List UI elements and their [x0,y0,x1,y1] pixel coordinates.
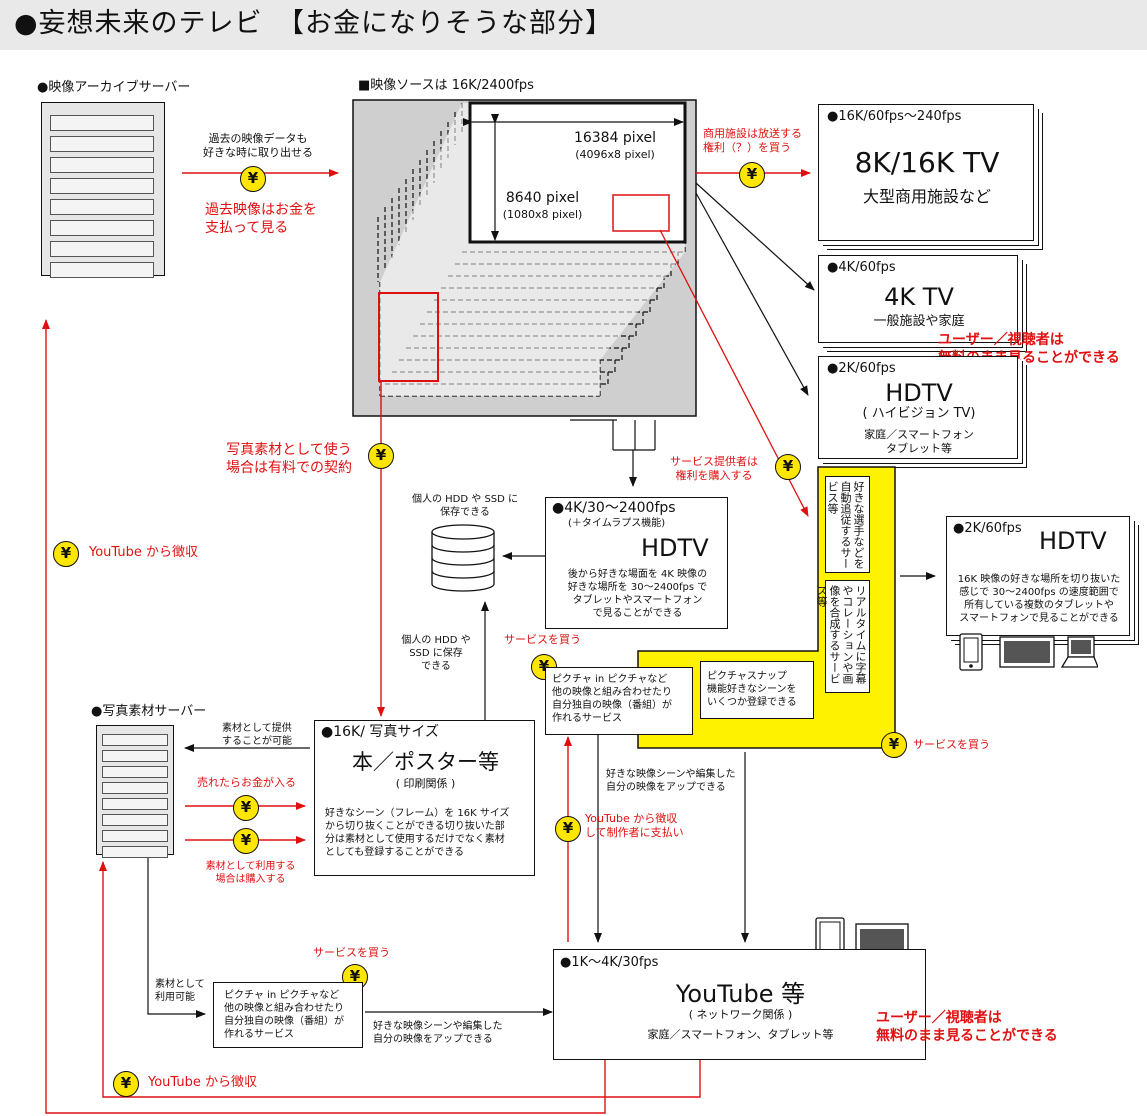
tv-8k-title: 8K/16K TV [854,146,1000,179]
yen-coin-icon: ¥ [233,828,259,854]
title-bar [0,0,1147,50]
hdtv-2k-right-box: ●2K/60fps HDTV 16K 映像の好きな場所を切り抜いた 感じで 30… [946,516,1130,636]
tv-2k-desc: 家庭／スマートフォン タブレット等 [864,428,974,455]
youtube-sub: ( ネットワーク関係 ) [688,1008,793,1021]
tv-8k-spec: ●16K/60fps〜240fps [827,109,962,124]
yellow-service-1: 好きな選手などを自動追従するサービス等 [825,476,870,573]
photo-sold-note: 売れたらお金が入る [197,776,296,789]
youtube-pay-creator-note: YouTube から徴収 して制作者に支払い [585,812,684,839]
youtube-box: ●1K〜4K/30fps YouTube 等 ( ネットワーク関係 ) 家庭／ス… [553,949,926,1060]
youtube-desc: 家庭／スマートフォン、タブレット等 [647,1028,834,1041]
tv-8k-box: ●16K/60fps〜240fps 8K/16K TV 大型商用施設など [818,104,1034,241]
buy-service-note-2: サービスを買う [313,946,390,959]
tv-2k-spec: ●2K/60fps [827,361,896,376]
hdd-note-left: 個人の HDD や SSD に保存 できる [401,635,471,672]
material-available-note: 素材として 利用可能 [155,979,205,1003]
database-icon [430,522,496,592]
photo-server-label: ●写真素材サーバー [91,704,207,719]
print-desc: 好きなシーン（フレーム）を 16K サイズ から切り抜くことができる切り抜いた部… [325,808,510,858]
hdtv-4k-spec: ●4K/30〜2400fps [552,500,676,516]
hdtv-2k-right-title: HDTV [1039,527,1107,555]
hdtv-4k-desc: 後から好きな場面を 4K 映像の 好きな場所を 30〜2400fps で タブレ… [567,569,708,619]
yen-coin-icon: ¥ [881,732,907,758]
photo-provide-note: 素材として提供 することが可能 [222,723,292,747]
print-title: 本／ポスター等 [352,750,499,774]
tv-4k-desc: 一般施設や家庭 [873,314,965,329]
tv-2k-title: HDTV [885,379,953,407]
pip-service-box-upper: ピクチャ in ピクチャなど 他の映像と組み合わせたり 自分独自の映像（番組）が… [545,667,693,735]
hdtv-4k-sub: (＋タイムラプス機能) [568,518,666,529]
buy-service-note-1: サービスを買う [504,633,581,646]
archive-pay-note: 過去映像はお金を 支払って見る [205,202,317,236]
photo-contract-note: 写真素材として使う 場合は有料での契約 [226,442,352,476]
tv-4k-box: ●4K/60fps 4K TV 一般施設や家庭 [818,255,1018,343]
yen-coin-icon: ¥ [113,1071,139,1097]
yen-coin-icon: ¥ [555,816,581,842]
tv-8k-desc: 大型商用施設など [862,187,991,206]
print-spec: ●16K/ 写真サイズ [321,724,439,740]
tv-2k-box: ●2K/60fps HDTV ( ハイビジョン TV) 家庭／スマートフォン タ… [818,356,1018,459]
tv-2k-sub: ( ハイビジョン TV) [862,406,976,421]
buy-service-note-3: サービスを買う [913,738,990,751]
photo-server-icon [96,725,174,858]
hdtv-2k-right-desc: 16K 映像の好きな場所を切り抜いた 感じで 30〜2400fps の速度範囲で… [957,574,1121,624]
yellow-service-2: リアルタイムに字幕やコレーションや画像を合成するサービス等 [815,580,870,693]
page-title: ●妄想未来のテレビ 【お金になりそうな部分】 [14,8,614,39]
yen-coin-icon: ¥ [368,443,394,469]
tv-4k-title: 4K TV [884,283,954,311]
devices-icon [958,633,1099,675]
archive-server-icon [41,102,165,278]
picture-snap-box: ピクチャスナップ 機能好きなシーンを いくつか登録できる [700,661,814,719]
yen-coin-icon: ¥ [233,795,259,821]
hdtv-4k-title: HDTV [641,534,709,562]
archive-label: ●映像アーカイブサーバー [37,80,191,95]
source-width: 16384 pixel [573,130,657,146]
source-height: 8640 pixel [505,190,580,206]
source-width-sub: (4096x8 pixel) [575,148,655,161]
yen-coin-icon: ¥ [739,162,765,188]
hdtv-2k-right-spec: ●2K/60fps [953,521,1022,536]
source-height-sub: (1080x8 pixel) [502,208,583,221]
yen-coin-icon: ¥ [240,166,266,192]
source-label: ■映像ソースは 16K/2400fps [358,78,534,93]
youtube-bottom-note: YouTube から徴収 [148,1075,257,1090]
print-sub: ( 印刷関係 ) [395,777,456,790]
yen-coin-icon: ¥ [775,454,801,480]
youtube-spec: ●1K〜4K/30fps [560,955,659,970]
photo-buy-note: 素材として利用する 場合は購入する [205,861,296,885]
archive-arrow-note: 過去の映像データも 好きな時に取り出せる [203,132,313,159]
youtube-left-note: YouTube から徴収 [89,545,198,560]
tv-4k-spec: ●4K/60fps [827,260,896,275]
provider-rights-note: サービス提供者は 権利を購入する [670,455,758,482]
hdtv-4k-timelapse-box: ●4K/30〜2400fps (＋タイムラプス機能) HDTV 後から好きな場面… [545,497,728,629]
main-frame [468,101,687,244]
upload-note-1: 好きな映像シーンや編集した 自分の映像をアップできる [606,769,736,793]
free-note-bottom: ユーザー／視聴者は 無料のまま見ることができる [876,1010,1058,1044]
upload-note-2: 好きな映像シーンや編集した 自分の映像をアップできる [373,1021,503,1045]
pip-service-box-lower: ピクチャ in ピクチャなど 他の映像と組み合わせたり 自分独自の映像（番組）が… [213,982,363,1048]
print-box: ●16K/ 写真サイズ 本／ポスター等 ( 印刷関係 ) 好きなシーン（フレーム… [314,720,535,876]
youtube-title: YouTube 等 [675,980,806,1008]
hdd-note-top: 個人の HDD や SSD に 保存できる [411,494,519,518]
rights-note: 商用施設は放送する 権利（？）を買う [703,127,802,154]
yen-coin-icon: ¥ [53,541,79,567]
